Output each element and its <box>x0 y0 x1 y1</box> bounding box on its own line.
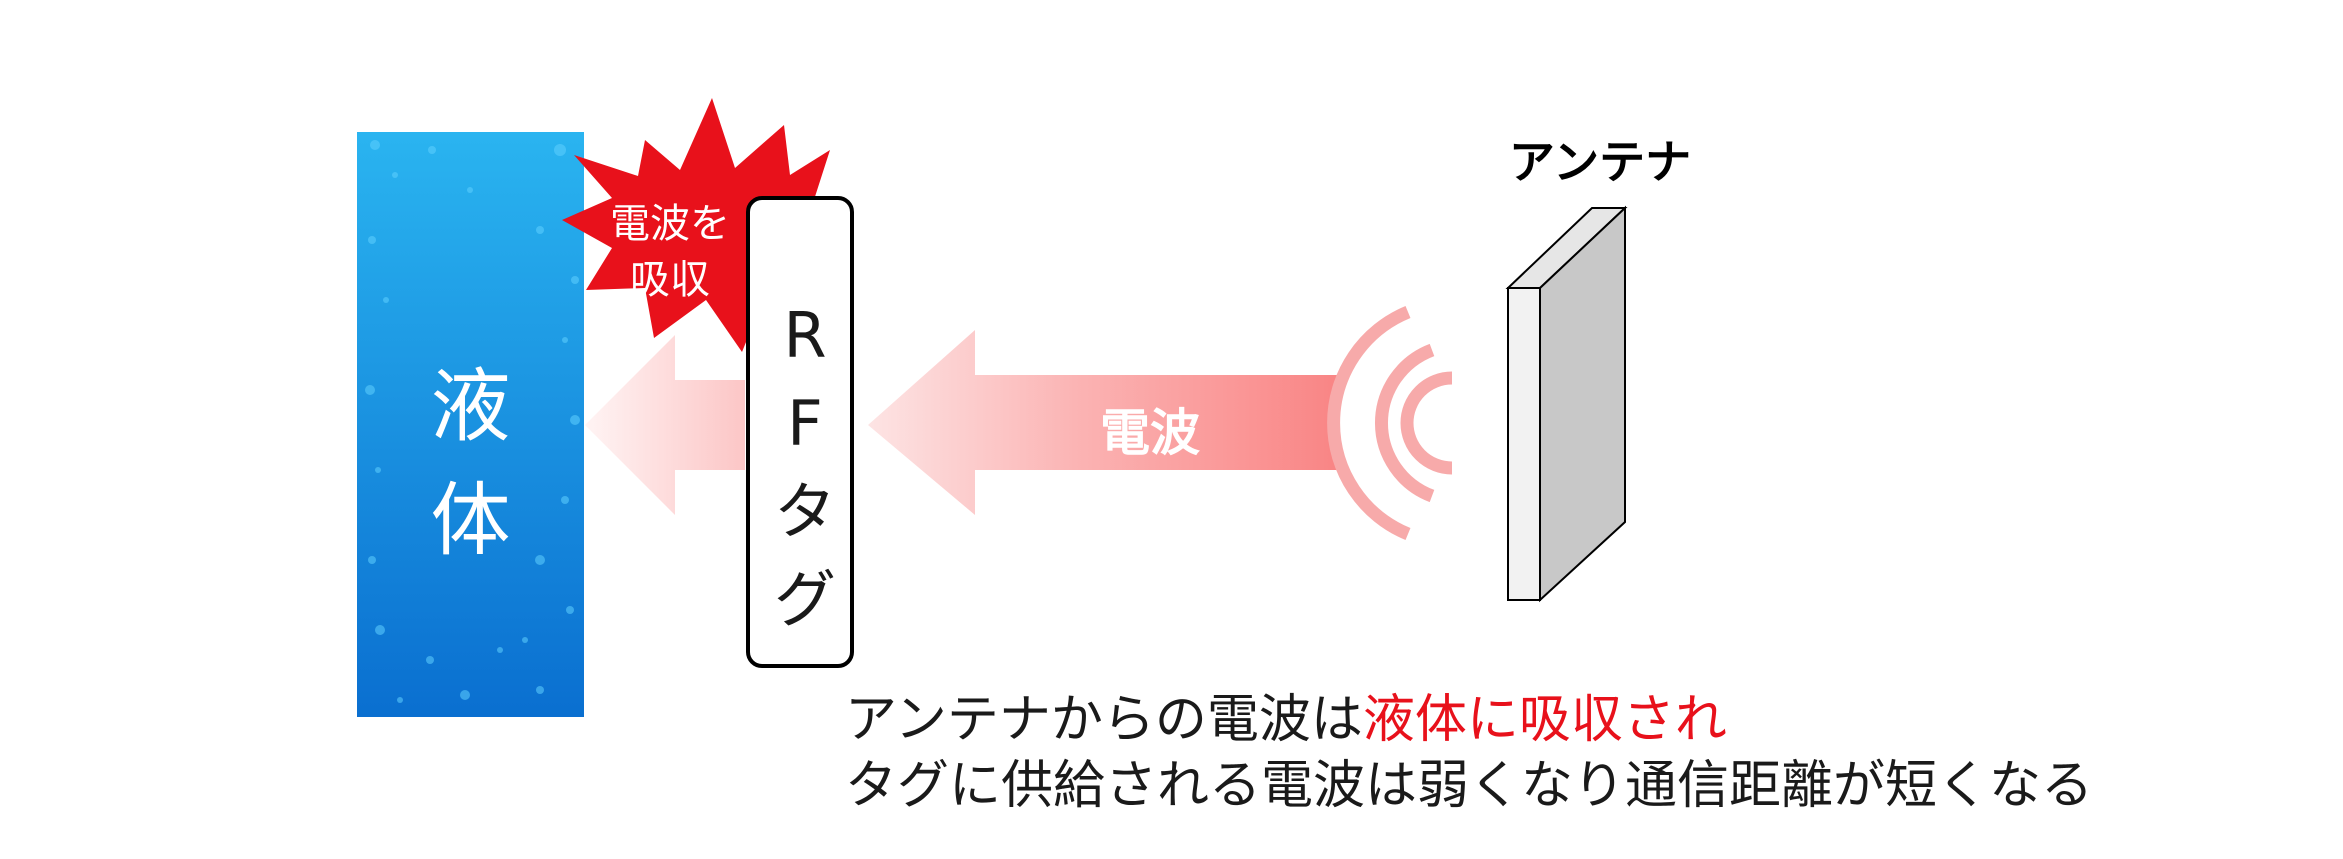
absorption-burst-label: 電波を 吸収 <box>570 196 770 308</box>
liquid-label: 液 体 <box>357 350 584 578</box>
water-droplets <box>365 140 580 703</box>
caption-line-2: タグに供給される電波は弱くなり通信距離が短くなる <box>845 756 2094 816</box>
tag-char-2: F <box>787 387 823 460</box>
antenna-panel <box>1505 205 1628 603</box>
rf-tag <box>746 196 854 668</box>
radio-wave-label: 電波 <box>1100 404 1200 462</box>
tag-char-4: グ <box>773 563 836 636</box>
liquid-label-line1: 液 <box>430 360 511 453</box>
tag-char-3: タ <box>773 475 836 548</box>
antenna-label: アンテナ <box>1508 135 1692 189</box>
rf-tag-label: R F タ グ <box>760 292 850 644</box>
caption-line-1: アンテナからの電波は液体に吸収され <box>845 687 2325 753</box>
radiating-waves-icon <box>1327 305 1453 541</box>
liquid-label-line2: 体 <box>430 474 511 567</box>
caption-line1-text: アンテナからの電波は <box>845 690 1363 750</box>
tag-char-1: R <box>783 299 827 372</box>
liquid-panel <box>357 132 584 717</box>
burst-label-line2: 吸収 <box>630 257 710 303</box>
caption-line1-highlight: 液体に吸収され <box>1362 690 1727 750</box>
burst-label-line1: 電波を <box>610 201 730 247</box>
absorbed-wave-arrow <box>585 335 745 515</box>
explanation-caption: アンテナからの電波は液体に吸収され タグに供給される電波は弱くなり通信距離が短く… <box>845 687 2325 819</box>
radio-wave-arrow <box>868 330 1337 515</box>
